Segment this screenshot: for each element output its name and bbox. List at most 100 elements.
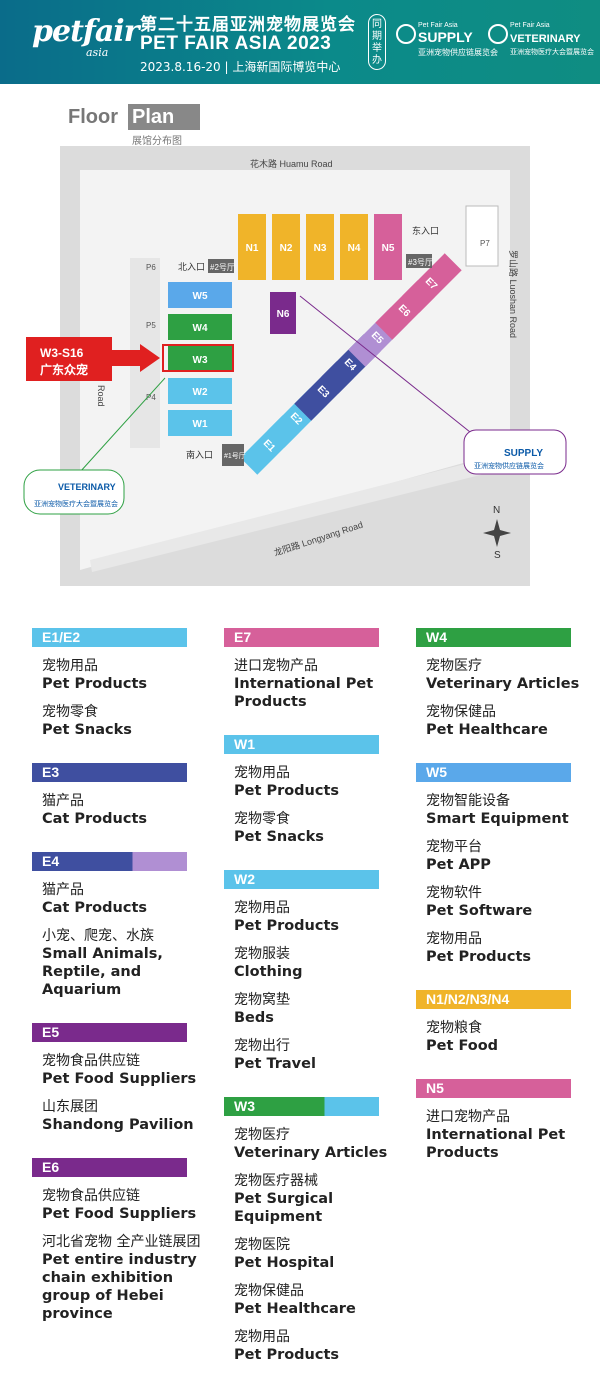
item-cn: 宠物平台 (426, 839, 482, 855)
hall-e7: E7 (402, 253, 462, 313)
road-luoshan: 罗山路 Luoshan Road (508, 250, 519, 338)
item-en: Veterinary Articles (234, 1145, 388, 1161)
legend-item: 宠物智能设备 Smart Equipment (416, 792, 600, 828)
title-cn: 第二十五届亚洲宠物展览会 (140, 15, 356, 35)
entrance-south: 南入口 (186, 449, 213, 460)
item-en: Pet Snacks (42, 722, 132, 738)
item-cn: 宠物保健品 (234, 1283, 304, 1299)
callout-booth: W3-S16 (40, 346, 84, 360)
gate-2: #2号厅 (210, 263, 235, 272)
hall-n4: N4 (340, 214, 368, 280)
item-cn: 宠物出行 (234, 1038, 290, 1054)
zone-bar: W1 (224, 735, 379, 754)
zone-bar: E7 (224, 628, 379, 647)
petfair-logo: petfair (32, 14, 139, 49)
item-en: Pet Products (234, 783, 340, 799)
item-en: International Pet Products (426, 1127, 566, 1161)
hall-w3: W3 (168, 346, 232, 372)
svg-text:W1: W1 (193, 419, 208, 430)
item-cn: 猫产品 (42, 793, 84, 809)
item-cn: 宠物用品 (234, 1329, 290, 1345)
item-en: Cat Products (42, 811, 148, 827)
parking-p4: P4 (146, 393, 156, 402)
item-cn: 宠物零食 (42, 704, 98, 720)
zone-bar: W3 (224, 1097, 379, 1116)
legend-item: 宠物食品供应链 Pet Food Suppliers (32, 1187, 217, 1223)
title-en: PET FAIR ASIA 2023 (140, 33, 332, 54)
item-cn: 进口宠物产品 (234, 658, 318, 674)
legend-item: 宠物零食 Pet Snacks (32, 703, 217, 739)
svg-text:N6: N6 (277, 309, 290, 320)
item-cn: 宠物医疗 (234, 1127, 290, 1143)
item-en: Pet Food Suppliers (42, 1206, 197, 1222)
item-cn: 宠物食品供应链 (42, 1053, 140, 1069)
zone-bar: N1/N2/N3/N4 (416, 990, 571, 1009)
item-cn: 山东展团 (42, 1099, 98, 1115)
item-en: Pet Software (426, 903, 533, 919)
legend-item: 宠物食品供应链 Pet Food Suppliers (32, 1052, 217, 1088)
item-cn: 宠物保健品 (426, 704, 496, 720)
svg-text:N: N (493, 505, 500, 516)
item-cn: 宠物服装 (234, 946, 290, 962)
hall-n3: N3 (306, 214, 334, 280)
zone-bar: E5 (32, 1023, 187, 1042)
svg-text:W5: W5 (193, 291, 208, 302)
item-cn: 宠物用品 (42, 658, 98, 674)
venue-map: 花木路 Huamu Road 罗山路 Luoshan Road 龙阳路 Long… (23, 146, 567, 586)
supply-logo-icon (396, 24, 416, 44)
logo-subtitle: asia (86, 46, 109, 59)
item-cn: 宠物食品供应链 (42, 1188, 140, 1204)
compass-icon: N S (483, 505, 511, 561)
veterinary-logo-icon (488, 24, 508, 44)
hall-w4: W4 (168, 314, 232, 340)
zone-bar: W5 (416, 763, 571, 782)
item-cn: 宠物智能设备 (426, 793, 510, 809)
item-cn: 宠物零食 (234, 811, 290, 827)
item-cn: 河北省宠物 全产业链展团 (42, 1234, 201, 1250)
supply-badge (463, 429, 567, 475)
svg-text:W4: W4 (193, 323, 208, 334)
item-cn: 宠物用品 (234, 765, 290, 781)
item-cn: 宠物用品 (426, 931, 482, 947)
item-cn: 猫产品 (42, 882, 84, 898)
item-en: Pet Products (42, 676, 148, 692)
parking-p6: P6 (146, 263, 156, 272)
legend-item: 宠物出行 Pet Travel (224, 1037, 409, 1073)
hall-w2: W2 (168, 378, 232, 404)
entrance-north: 北入口 (178, 262, 205, 272)
veterinary-badge (23, 469, 125, 515)
item-en: Pet Products (426, 949, 532, 965)
svg-text:N4: N4 (348, 243, 361, 254)
floor-title: Floor (68, 106, 118, 128)
zone-bar: N5 (416, 1079, 571, 1098)
item-en: Smart Equipment (426, 811, 569, 827)
item-en: Pet Travel (234, 1056, 316, 1072)
booth-callout (26, 337, 112, 381)
callout-company: 广东众宠 (40, 362, 88, 377)
item-en: Pet Products (234, 1347, 340, 1363)
svg-text:亚洲宠物供应链展览会: 亚洲宠物供应链展览会 (474, 461, 544, 470)
hall-n5: N5 (374, 214, 402, 280)
item-cn: 宠物用品 (234, 900, 290, 916)
legend-item: 宠物用品 Pet Products (224, 1328, 409, 1364)
item-en: Pet Food Suppliers (42, 1071, 197, 1087)
item-cn: 宠物医疗器械 (234, 1173, 318, 1189)
svg-text:W3: W3 (193, 355, 208, 366)
